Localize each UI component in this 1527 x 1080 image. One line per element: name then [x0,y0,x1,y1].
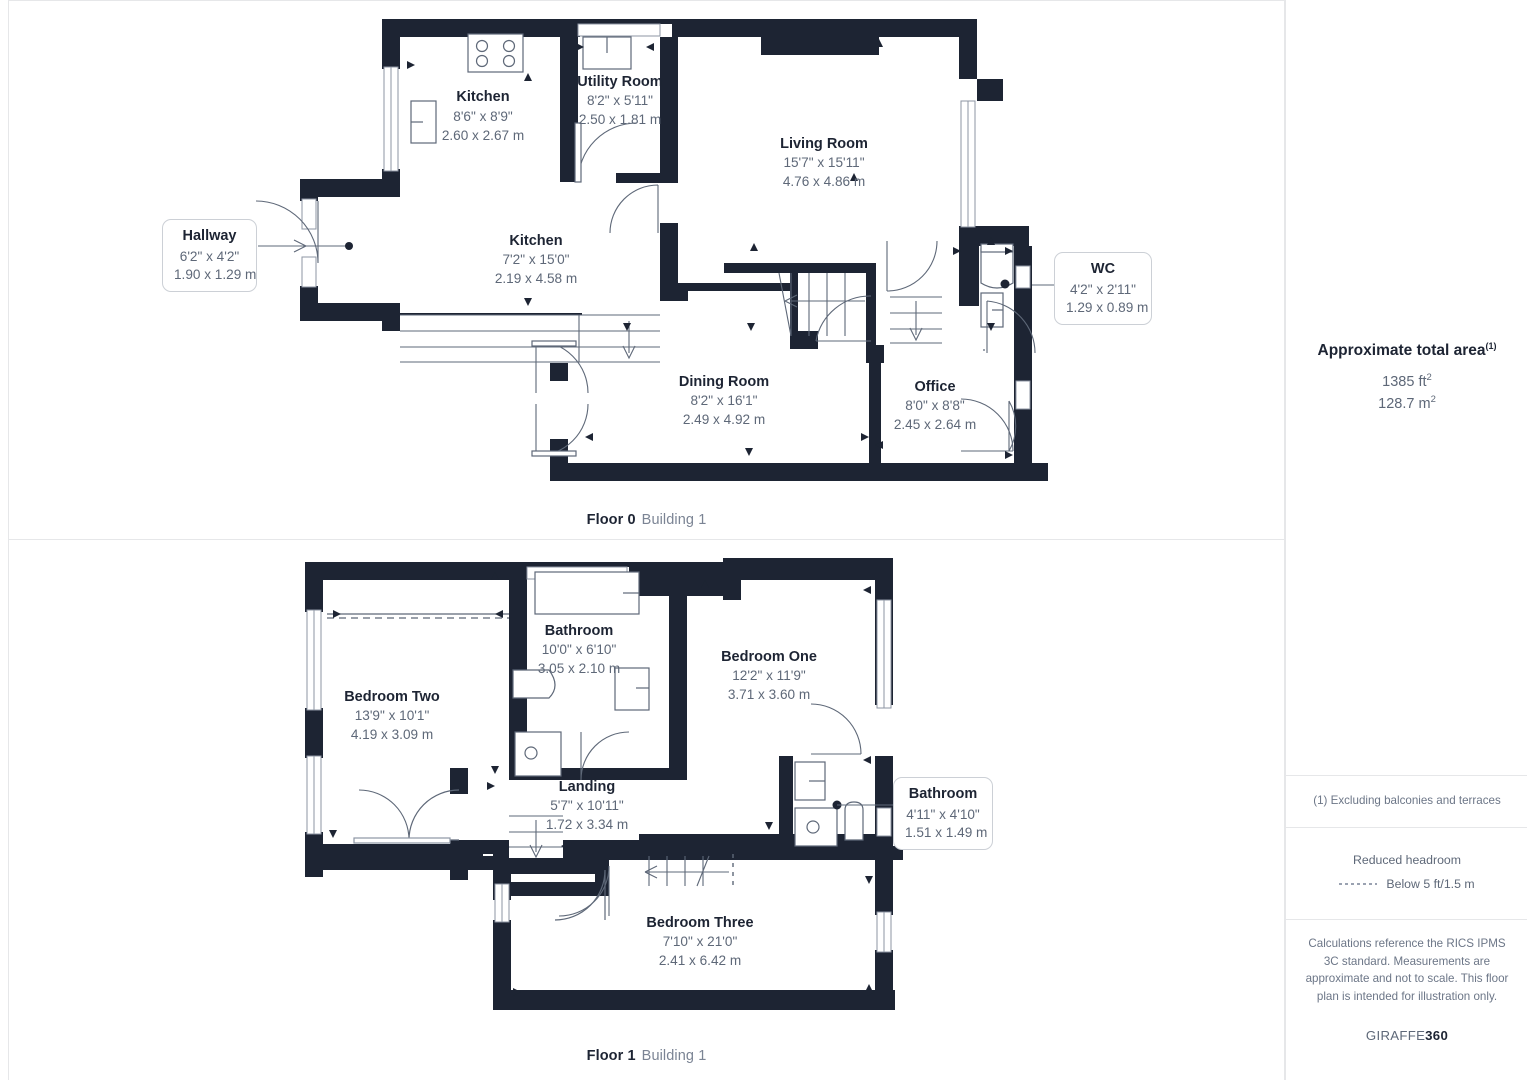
total-area-sqm-value: 128.7 [1378,396,1415,413]
room-label-imperial: 8'0" x 8'8" [905,398,965,413]
room-label-name: Dining Room [679,374,769,390]
room-label-metric: 2.19 x 4.58 m [495,271,577,286]
total-area-sqm-unit: m [1418,396,1431,413]
room-label-metric: 1.72 x 3.34 m [546,817,628,832]
room-label-name: Kitchen [509,233,562,249]
room-label-name: Living Room [780,136,868,152]
room-label-metric: 2.45 x 2.64 m [894,417,976,432]
brand-block: GIRAFFE360 [1286,1027,1527,1045]
divider-legend-top [1286,827,1527,828]
summary-side-panel: Approximate total area(1) 1385 ft2 128.7… [1285,0,1527,1080]
floor-1-fixtures [327,571,864,921]
callout-metric: 1.51 x 1.49 m [905,824,988,840]
room-label-name: Bedroom One [721,649,817,665]
divider-disclaimer-top [1286,919,1527,920]
callout-wc: WC 4'2" x 2'11" 1.29 x 0.89 m [1054,252,1152,326]
room-label-metric: 2.41 x 6.42 m [659,953,741,968]
total-area-title: Approximate total area(1) [1302,341,1512,361]
room-label-metric: 3.05 x 2.10 m [538,661,620,676]
room-label-name: Utility Room [577,74,662,90]
total-area-block: Approximate total area(1) 1385 ft2 128.7… [1286,341,1527,416]
legend-item-label: Below 5 ft/1.5 m [1386,877,1475,891]
floor-number: Floor 1 [586,1048,636,1064]
disclaimer-text: Calculations reference the RICS IPMS 3C … [1305,937,1509,1003]
footnote-text: (1) Excluding balconies and terraces [1313,794,1501,807]
total-area-title-text: Approximate total area [1317,342,1486,360]
floor-1-caption: Floor 1 Building 1 [9,1048,1284,1064]
room-label-imperial: 7'10" x 21'0" [663,934,738,949]
dotted-line-icon [1339,883,1378,885]
callout-imperial: 4'11" x 4'10" [906,806,980,822]
room-label-metric: 2.50 x 1.81 m [579,112,661,127]
floor-1-panel: Bedroom Two 13'9" x 10'1" 4.19 x 3.09 m … [8,539,1285,1080]
floor-0-windows [301,23,1031,410]
callout-metric: 1.29 x 0.89 m [1066,299,1149,315]
room-label-metric: 4.19 x 3.09 m [351,727,433,742]
floor-1-dimension-ticks [329,572,875,996]
floor-1-room-labels: Bedroom Two 13'9" x 10'1" 4.19 x 3.09 m … [344,623,817,968]
legend-title: Reduced headroom [1352,853,1461,867]
floor-0-dimension-ticks [407,39,1013,459]
floor-0-room-labels: Kitchen 8'6" x 8'9" 2.60 x 2.67 m Utilit… [442,74,976,432]
callout-imperial: 6'2" x 4'2" [179,248,240,264]
room-label-imperial: 7'2" x 15'0" [503,252,570,267]
callout-hallway: Hallway 6'2" x 4'2" 1.90 x 1.29 m [162,219,257,293]
room-label-metric: 2.60 x 2.67 m [442,128,524,143]
room-label-imperial: 8'2" x 16'1" [691,393,758,408]
total-area-footnote-marker: (1) [1485,341,1497,351]
room-label-imperial: 8'2" x 5'11" [587,93,653,108]
giraffe360-logo: GIRAFFE360 [1366,1028,1448,1043]
brand-prefix: GIRAFFE [1365,1028,1426,1043]
total-area-sqft: 1385 ft2 [1302,371,1512,393]
sqft-exponent: 2 [1426,371,1432,383]
brand-suffix: 360 [1425,1028,1449,1043]
room-label-imperial: 8'6" x 8'9" [453,109,513,124]
room-label-imperial: 13'9" x 10'1" [355,708,430,723]
room-label-name: Bathroom [545,623,613,639]
callout-name: WC [1090,261,1116,277]
disclaimer-block: Calculations reference the RICS IPMS 3C … [1286,935,1527,1005]
divider-footnote-top [1286,775,1527,776]
callout-bathroom-ensuite: Bathroom 4'11" x 4'10" 1.51 x 1.49 m [893,777,993,851]
floor-0-caption: Floor 0 Building 1 [9,512,1284,528]
legend-block: Reduced headroom Below 5 ft/1.5 m [1286,853,1527,891]
room-label-imperial: 12'2" x 11'9" [732,668,806,683]
legend-item-reduced-headroom: Below 5 ft/1.5 m [1302,877,1512,891]
building-name: Building 1 [641,512,707,528]
sqm-exponent: 2 [1430,394,1436,406]
room-label-name: Bedroom Two [344,689,440,705]
floor-0-drawing: Kitchen 8'6" x 8'9" 2.60 x 2.67 m Utilit… [255,19,1062,481]
room-label-metric: 4.76 x 4.86 m [783,174,865,189]
room-label-name: Bedroom Three [646,915,753,931]
room-label-metric: 2.49 x 4.92 m [683,412,765,427]
room-label-imperial: 10'0" x 6'10" [542,642,617,657]
footnote-block: (1) Excluding balconies and terraces [1286,793,1527,810]
callout-name: Bathroom [908,786,978,802]
room-label-name: Office [914,379,955,395]
room-label-imperial: 15'7" x 15'11" [783,155,864,170]
callout-imperial: 4'2" x 2'11" [1070,281,1136,297]
callout-name: Hallway [182,228,237,244]
floor-1-drawing: Bedroom Two 13'9" x 10'1" 4.19 x 3.09 m … [305,558,903,1010]
floor-0-panel: Kitchen 8'6" x 8'9" 2.60 x 2.67 m Utilit… [8,0,1285,539]
building-name: Building 1 [641,1048,707,1064]
total-area-sqft-value: 1385 [1382,373,1415,390]
floor-number: Floor 0 [586,512,636,528]
room-label-imperial: 5'7" x 10'11" [550,798,624,813]
total-area-sqft-unit: ft [1418,373,1427,390]
callout-metric: 1.90 x 1.29 m [174,266,257,282]
room-label-name: Kitchen [456,89,509,105]
room-label-name: Landing [559,779,615,795]
floor-0-fixtures [255,33,1036,457]
total-area-sqm: 128.7 m2 [1302,393,1512,415]
room-label-metric: 3.71 x 3.60 m [728,687,810,702]
